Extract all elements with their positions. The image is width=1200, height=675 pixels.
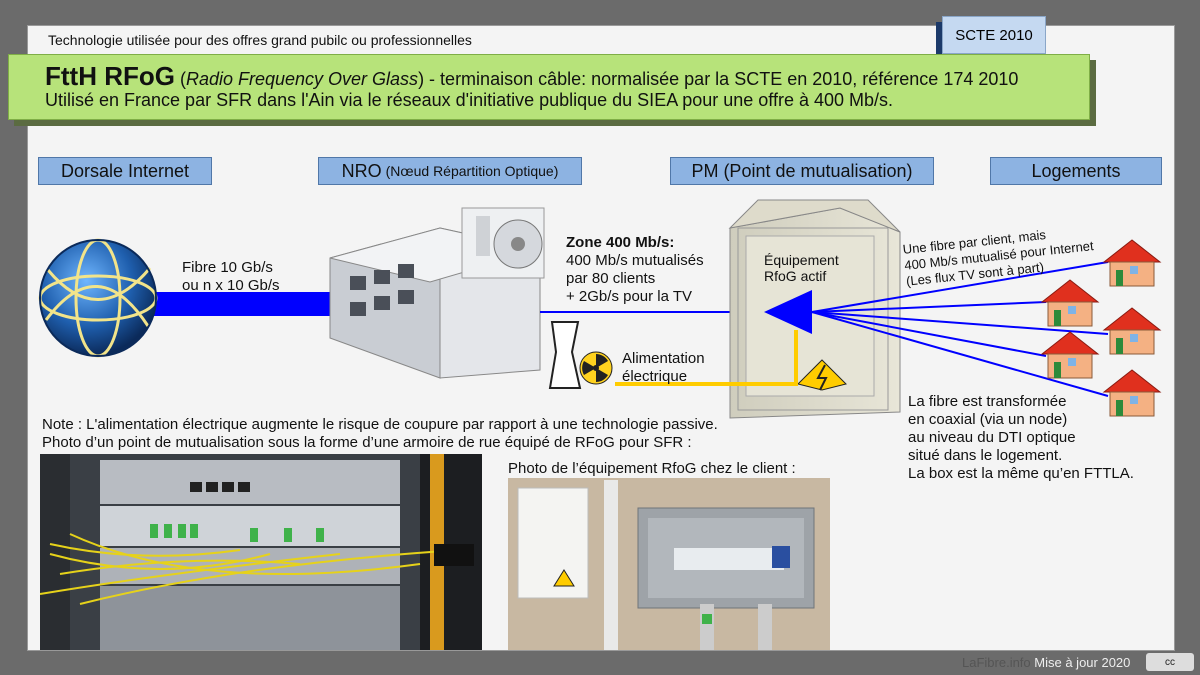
fibre-label-line2: ou n x 10 Gb/s	[182, 277, 280, 294]
banner-paren: (	[174, 69, 186, 89]
house-icon-2	[1040, 279, 1100, 327]
top-text: Technologie utilisée pour des offres gra…	[48, 32, 472, 48]
section-nro: NRO(Nœud Répartition Optique)	[318, 157, 582, 185]
note-photo-client: Photo de l’équipement RfoG chez le clien…	[508, 460, 796, 477]
banner-line-1: FttH RFoG (Radio Frequency Over Glass) -…	[45, 61, 1053, 92]
footer: LaFibre.info Mise à jour 2020	[962, 655, 1130, 670]
zone-title: Zone 400 Mb/s:	[566, 234, 675, 251]
zone-label: Zone 400 Mb/s: 400 Mb/s mutualisés par 8…	[566, 234, 704, 306]
standard-tag: SCTE 2010	[942, 16, 1046, 54]
backbone-fibre	[140, 292, 345, 316]
section-pm: PM (Point de mutualisation)	[670, 157, 934, 185]
photo-street-cabinet	[40, 454, 482, 650]
nro-building-icon	[329, 207, 545, 379]
license-badge: cc	[1146, 653, 1194, 671]
power-cable	[615, 330, 798, 386]
transformation-line2: en coaxial (via un node)	[908, 411, 1068, 428]
footer-site: LaFibre.info	[962, 655, 1031, 670]
note-photo-cabinet: Photo d’un point de mutualisation sous l…	[42, 434, 692, 451]
section-logements: Logements	[990, 157, 1162, 185]
transformation-note: La fibre est transformée en coaxial (via…	[908, 393, 1134, 483]
house-icon-3	[1102, 307, 1162, 355]
section-pm-label: PM (Point de mutualisation)	[691, 160, 913, 181]
rfog-amplifier-icon	[764, 290, 812, 334]
fibre-label-line1: Fibre 10 Gb/s	[182, 259, 273, 276]
zone-line3: par 80 clients	[566, 270, 656, 287]
client-fibres	[811, 261, 1109, 397]
section-dorsale-label: Dorsale Internet	[60, 160, 190, 181]
power-plant-icon	[548, 321, 613, 389]
note-power: Note : L'alimentation électrique augment…	[42, 416, 718, 433]
internet-globe-icon	[38, 238, 158, 358]
transformation-line3: au niveau du DTI optique	[908, 429, 1076, 446]
section-nro-label: NRO	[341, 160, 382, 181]
banner-line-2: Utilisé en France par SFR dans l'Ain via…	[45, 90, 894, 110]
section-dorsale: Dorsale Internet	[38, 157, 212, 185]
transformation-line4: situé dans le logement.	[908, 447, 1063, 464]
transformation-line1: La fibre est transformée	[908, 393, 1067, 410]
house-icon-5	[1102, 369, 1162, 417]
equipment-label: Équipement RfoG actif	[764, 252, 839, 284]
footer-update: Mise à jour 2020	[1034, 655, 1131, 670]
power-line1: Alimentation	[622, 350, 705, 367]
equipment-line2: RfoG actif	[764, 268, 827, 284]
house-icon-1	[1102, 239, 1162, 287]
fibre-label: Fibre 10 Gb/s ou n x 10 Gb/s	[182, 259, 280, 295]
house-icon-4	[1040, 331, 1100, 379]
section-logements-label: Logements	[1031, 160, 1121, 181]
title-banner: FttH RFoG (Radio Frequency Over Glass) -…	[8, 54, 1090, 120]
section-nro-sub: (Nœud Répartition Optique)	[385, 163, 559, 179]
power-label: Alimentation électrique	[622, 350, 705, 386]
zone-line4: + 2Gb/s pour la TV	[566, 288, 693, 305]
transformation-line5: La box est la même qu’en FTTLA.	[908, 465, 1134, 482]
banner-title: FttH RFoG	[45, 61, 175, 91]
zone-line2: 400 Mb/s mutualisés	[566, 252, 704, 269]
photo-client-equipment	[508, 478, 830, 650]
banner-title-rest: ) - terminaison câble: normalisée par la…	[418, 69, 1019, 89]
equipment-line1: Équipement	[764, 252, 839, 268]
power-line2: électrique	[622, 368, 688, 385]
banner-title-italic: Radio Frequency Over Glass	[185, 69, 419, 89]
